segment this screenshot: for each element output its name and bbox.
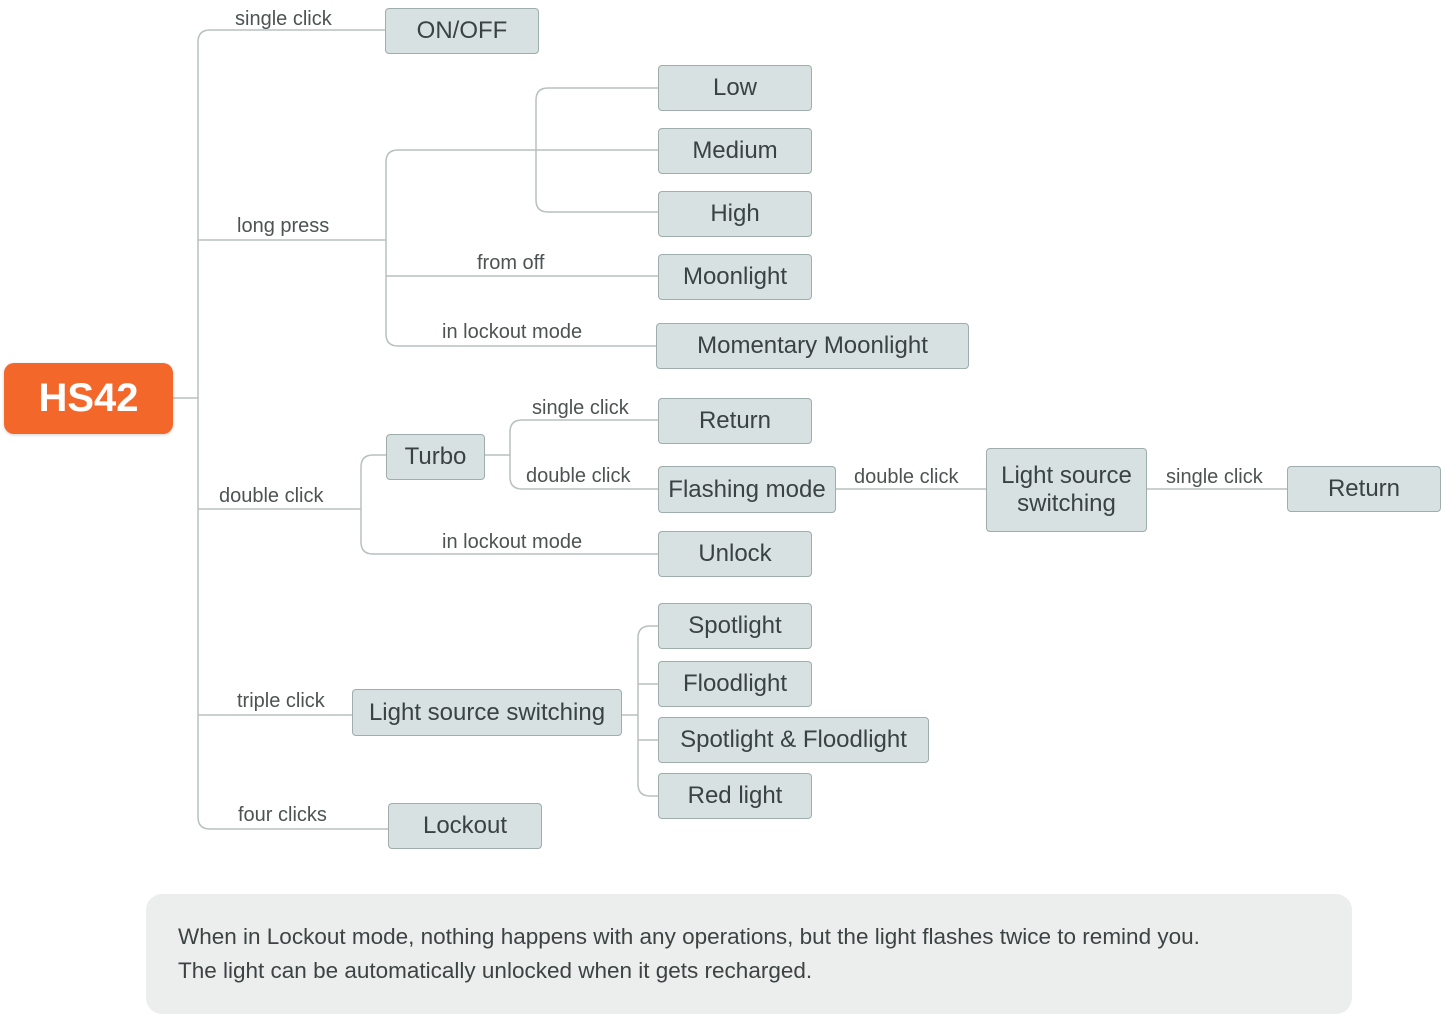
label-double-click-flashing: double click xyxy=(854,466,959,488)
label-single-click-return: single click xyxy=(1166,466,1263,488)
node-momentary-moonlight: Momentary Moonlight xyxy=(656,323,969,369)
node-lockout: Lockout xyxy=(388,803,542,849)
connector-double-click-branch xyxy=(360,454,374,555)
label-single-click-turbo: single click xyxy=(532,397,629,419)
label-triple-click: triple click xyxy=(237,690,325,712)
label-in-lockout-mode: in lockout mode xyxy=(442,321,583,343)
connector-long-press-branch xyxy=(385,149,399,347)
node-floodlight: Floodlight xyxy=(658,661,812,707)
label-in-lockout-mode-unlock: in lockout mode xyxy=(442,531,583,553)
node-unlock: Unlock xyxy=(658,531,812,577)
node-light-source-line2: switching xyxy=(1017,490,1116,517)
label-from-off: from off xyxy=(477,252,545,274)
node-medium: Medium xyxy=(658,128,812,174)
node-turbo: Turbo xyxy=(386,434,485,480)
label-double-click: double click xyxy=(219,485,324,507)
node-low: Low xyxy=(658,65,812,111)
node-red-light: Red light xyxy=(658,773,812,819)
node-moonlight: Moonlight xyxy=(658,254,812,300)
lockout-note: When in Lockout mode, nothing happens wi… xyxy=(146,894,1352,1014)
label-single-click: single click xyxy=(235,8,332,30)
connector-low xyxy=(535,87,549,213)
root-node-hs42: HS42 xyxy=(4,363,173,434)
node-high: High xyxy=(658,191,812,237)
label-long-press: long press xyxy=(237,215,330,237)
note-line-1: When in Lockout mode, nothing happens wi… xyxy=(178,924,1200,949)
label-double-click-turbo: double click xyxy=(526,465,631,487)
connector-trunk xyxy=(197,29,211,830)
node-flashing-mode: Flashing mode xyxy=(658,466,836,513)
node-spotlight: Spotlight xyxy=(658,603,812,649)
node-light-source-switching: Light source switching xyxy=(352,689,622,736)
node-on-off: ON/OFF xyxy=(385,8,539,54)
node-return-2: Return xyxy=(1287,466,1441,512)
node-spotlight-floodlight: Spotlight & Floodlight xyxy=(658,717,929,763)
note-line-2: The light can be automatically unlocked … xyxy=(178,958,813,983)
node-light-source-line1: Light source xyxy=(1001,462,1132,490)
connector-lss-branch xyxy=(637,625,651,797)
label-four-clicks: four clicks xyxy=(238,804,327,826)
node-return-1: Return xyxy=(658,398,812,444)
connector-turbo-branch xyxy=(509,419,523,490)
node-light-source-switching-flash: Light source switching xyxy=(986,448,1147,532)
